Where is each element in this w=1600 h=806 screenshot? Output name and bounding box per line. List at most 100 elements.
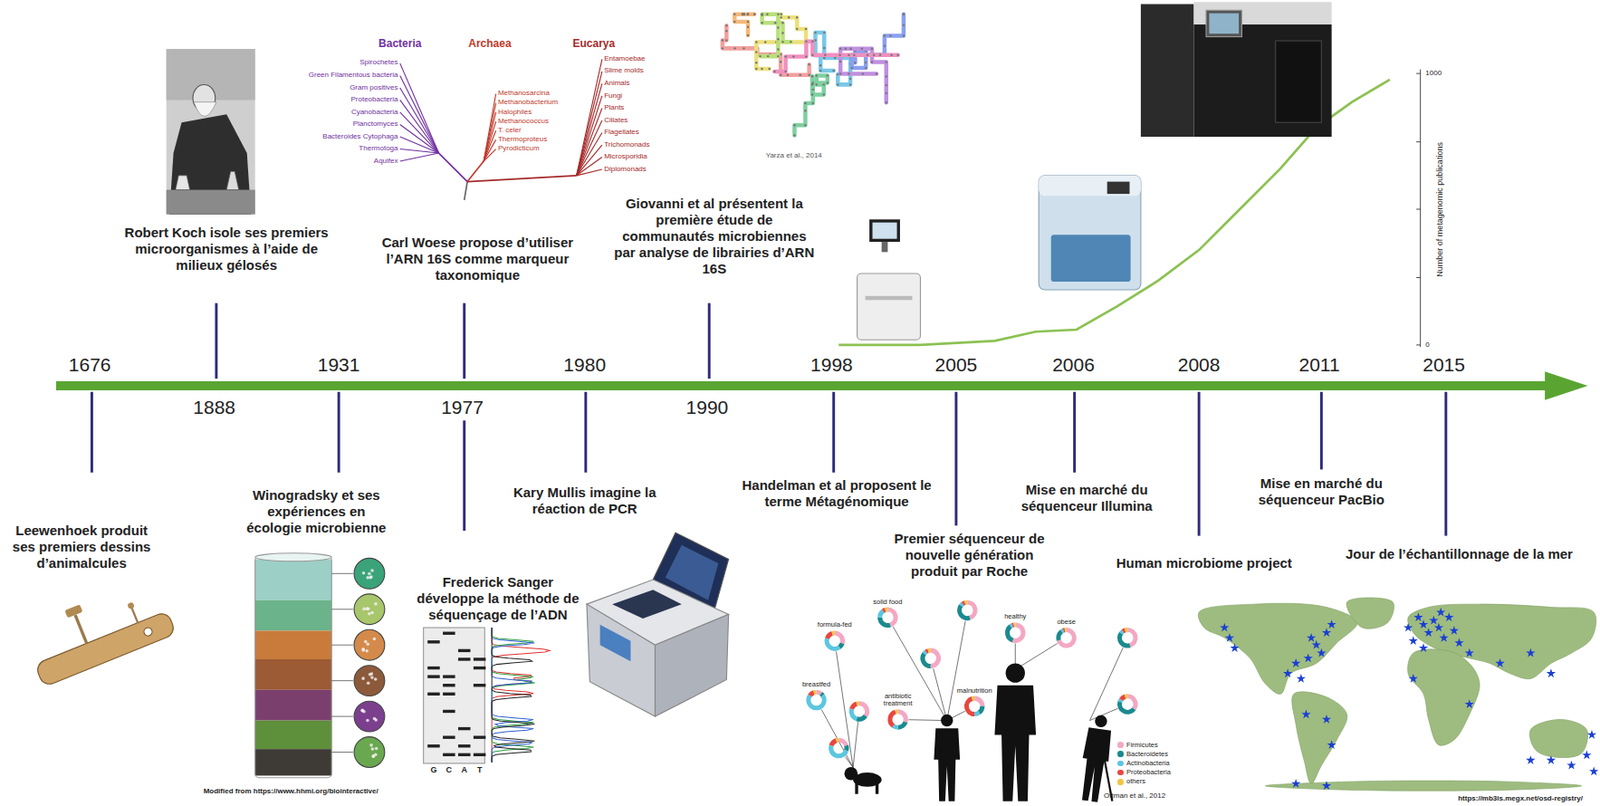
- rrna-structure: [852, 14, 904, 68]
- winogradsky-column: [331, 573, 354, 575]
- sequencing-gel: [491, 627, 536, 763]
- rrna-structure: [847, 72, 850, 75]
- rrna-structure: [733, 47, 736, 49]
- rrna-structure: [734, 14, 755, 36]
- taxon-label: Methanobacterium: [498, 98, 558, 107]
- rrna-structure: [733, 13, 736, 16]
- event-text: Mise en marché du séquenceur Illumina: [1002, 481, 1171, 515]
- group-label: malnutrition: [957, 687, 993, 695]
- rrna-structure: [747, 26, 749, 29]
- rrna-structure: [779, 60, 782, 63]
- donut-chart: [805, 689, 827, 711]
- donut-chart: [964, 696, 975, 717]
- pcr-machine: [600, 624, 632, 662]
- timeline-tick: [1197, 392, 1201, 537]
- winogradsky-column: [366, 680, 371, 685]
- sequencing-gel: [427, 640, 441, 643]
- rrna-structure: [861, 47, 863, 49]
- person-silhouette: [933, 714, 960, 802]
- winogradsky-column: [366, 606, 371, 611]
- winogradsky-column: [255, 600, 333, 632]
- rrna-structure: [760, 13, 763, 16]
- rrna-structure: [811, 75, 814, 77]
- person-silhouette: [1005, 662, 1026, 682]
- rrna-structure: [885, 75, 888, 77]
- world-map: [1322, 714, 1332, 724]
- winogradsky-column: [362, 571, 366, 575]
- donut-chart: [957, 603, 971, 621]
- rrna-structure: [804, 39, 807, 42]
- event-text: Leewenhoek produit ses premiers dessins …: [7, 522, 155, 572]
- winogradsky-column: [354, 737, 385, 768]
- donut-chart: [849, 701, 858, 710]
- phylogenetic-tree: [576, 71, 603, 176]
- sequencing-gel: [423, 627, 551, 764]
- donut-chart: [828, 745, 849, 759]
- donut-chart: [957, 600, 978, 622]
- rrna-structure: [872, 53, 875, 56]
- taxon-label: Fungi: [603, 92, 623, 101]
- rrna-structure: [885, 60, 888, 63]
- phylogenetic-tree: [400, 99, 440, 154]
- taxon-label: Thermoproteus: [498, 135, 547, 144]
- rrna-structure: [814, 32, 851, 85]
- group-label: healthy: [1004, 613, 1026, 621]
- event-text: Giovanni et al présentent la première ét…: [612, 195, 816, 278]
- rrna-structure: [851, 67, 853, 69]
- world-map: [1434, 622, 1444, 633]
- koch-photo: [166, 48, 256, 215]
- phylogenetic-tree: [576, 169, 603, 176]
- timeline-arrow: [1544, 371, 1588, 401]
- phylogenetic-tree: [467, 161, 484, 183]
- timeline-tick: [91, 303, 1446, 537]
- donut-chart: [1117, 693, 1139, 715]
- taxon-label: Halophiles: [498, 108, 532, 117]
- winogradsky-column: [361, 647, 365, 652]
- taxon-label: Pyrodicticum: [498, 144, 540, 154]
- winogradsky-column: [354, 594, 385, 625]
- winogradsky-column: [371, 754, 375, 758]
- timeline-tick: [90, 392, 94, 473]
- rrna-structure: [826, 81, 829, 84]
- rrna-structure: [758, 55, 761, 58]
- donut-chart: [824, 631, 834, 640]
- group-label: antibiotic treatment: [873, 692, 923, 709]
- phylogenetic-tree: [400, 75, 440, 154]
- sequencing-gel: [473, 683, 487, 687]
- timeline-tick: [954, 392, 958, 527]
- winogradsky-column: [354, 557, 385, 589]
- winogradsky-column: [331, 644, 354, 646]
- rrna-structure: [776, 26, 779, 29]
- rrna-structure: [760, 13, 763, 16]
- sequencer-illumina: [1051, 234, 1131, 282]
- legend-swatch: [1117, 769, 1124, 777]
- taxon-label: Spirochetes: [359, 58, 398, 68]
- person-silhouette: [844, 662, 1116, 803]
- sequencing-gel: [458, 657, 471, 661]
- world-map: [1525, 755, 1535, 765]
- rrna-structure: [794, 76, 827, 136]
- rrna-structure: [779, 74, 782, 77]
- world-map: [1292, 691, 1348, 785]
- group-label: solid food: [872, 598, 902, 606]
- taxon-label: Aquifex: [373, 157, 399, 166]
- donut-chart: [855, 714, 868, 722]
- rrna-structure: [725, 38, 728, 41]
- year-label: 1980: [563, 353, 606, 376]
- image-credit: https://mb3is.megx.net/osd-registry/: [1457, 794, 1583, 804]
- pcr-machine: [612, 589, 682, 619]
- rrna-structure: [787, 16, 790, 19]
- world-map: [1301, 708, 1311, 719]
- donut-chart: [974, 710, 981, 717]
- phylogenetic-tree: [400, 136, 440, 154]
- sequencing-gel: [423, 627, 486, 764]
- winogradsky-column: [255, 689, 333, 721]
- world-map: [1428, 615, 1438, 625]
- phylogenetic-tree: [400, 153, 440, 162]
- rrna-structure: [804, 28, 807, 30]
- world-map: [1413, 612, 1423, 622]
- rrna-structure: [721, 47, 724, 49]
- winogradsky-column: [373, 602, 378, 606]
- donut-chart: [1124, 627, 1128, 633]
- year-label: 1931: [317, 353, 361, 376]
